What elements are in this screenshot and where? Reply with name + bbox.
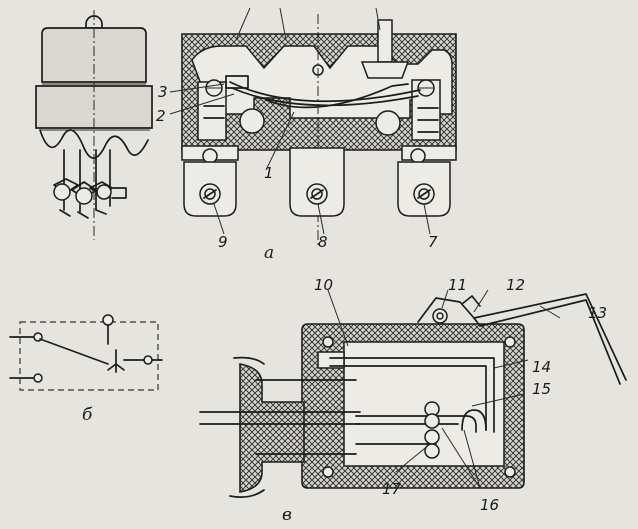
schematic xyxy=(9,314,163,391)
side-view xyxy=(35,10,153,240)
contact-spring xyxy=(229,81,421,103)
subfigure-v-label: в xyxy=(282,505,292,525)
label-11: 11 xyxy=(448,276,467,294)
actuator-button xyxy=(102,314,114,326)
switch-blade xyxy=(39,338,109,365)
label-15: 15 xyxy=(532,380,551,398)
side-plunger xyxy=(85,15,103,29)
label-14: 14 xyxy=(532,358,551,376)
spring-14 xyxy=(329,357,495,433)
terminals xyxy=(183,147,451,217)
label-1: 1 xyxy=(264,164,274,182)
terminal-8 xyxy=(289,147,345,217)
side-terminals xyxy=(53,149,127,219)
front-view xyxy=(169,7,457,246)
label-2: 2 xyxy=(156,107,166,125)
label-7: 7 xyxy=(428,233,438,251)
mount-hole-left xyxy=(239,108,265,134)
lead-wires xyxy=(199,411,361,425)
subfigure-b-label: б xyxy=(82,405,93,425)
section-view xyxy=(199,289,627,498)
label-12: 12 xyxy=(506,276,525,294)
label-17: 17 xyxy=(382,480,402,498)
label-10: 10 xyxy=(314,276,333,294)
label-3: 3 xyxy=(158,83,168,101)
lever-13 xyxy=(417,293,627,381)
label-9: 9 xyxy=(218,233,228,251)
contact-3 xyxy=(225,75,249,89)
mount-hole-right xyxy=(375,110,401,136)
contact-17 xyxy=(424,429,440,445)
plunger xyxy=(377,19,393,63)
label-16: 16 xyxy=(480,496,499,514)
cable-entry xyxy=(239,363,305,493)
schematic-frame xyxy=(19,321,159,391)
subfigure-a-label: а xyxy=(264,243,274,263)
spring-15 xyxy=(461,409,487,431)
label-8: 8 xyxy=(318,233,328,251)
label-13: 13 xyxy=(588,304,607,322)
